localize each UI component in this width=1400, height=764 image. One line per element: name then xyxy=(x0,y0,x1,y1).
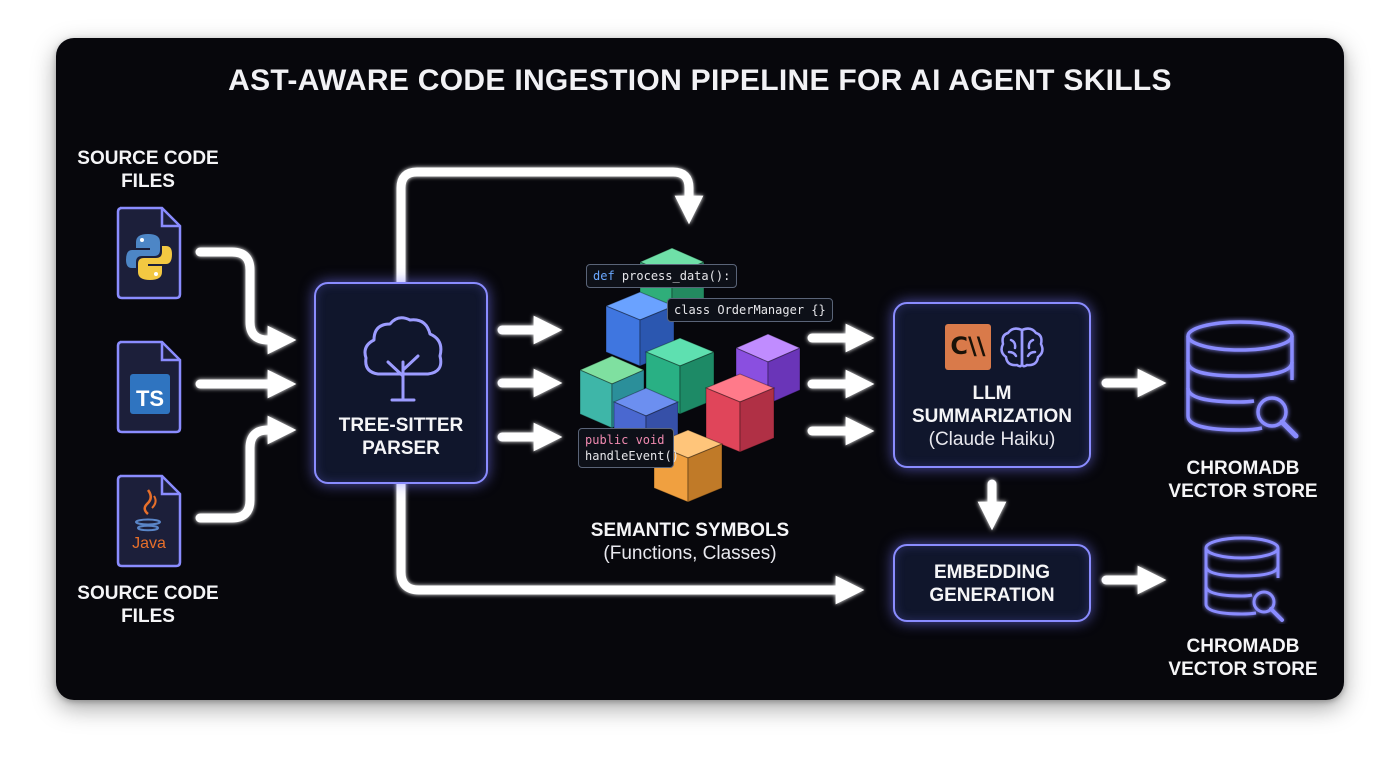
diagram-title: AST-AWARE CODE INGESTION PIPELINE FOR AI… xyxy=(228,64,1172,97)
typescript-icon xyxy=(130,374,170,414)
source-label-bottom-line1: SOURCE CODE xyxy=(77,583,219,604)
java-icon xyxy=(135,489,161,532)
arrow-python-to-parser xyxy=(195,247,297,355)
parser-title-line1: TREE-SITTER xyxy=(338,415,464,436)
java-file-icon xyxy=(116,474,182,568)
semantic-symbols-subtitle: (Functions, Classes) xyxy=(603,543,777,564)
typescript-icon-label: TS xyxy=(135,386,165,411)
brain-icon xyxy=(1000,327,1044,368)
code-tag-handle-event: public void handleEvent() xyxy=(578,428,679,468)
code-tag-handle-event-keyword: public void xyxy=(585,433,665,447)
embedding-generation-box: EMBEDDING GENERATION xyxy=(893,544,1091,622)
tree-sitter-parser-box: TREE-SITTER PARSER xyxy=(314,282,488,484)
cube-red xyxy=(704,373,776,453)
tree-icon xyxy=(363,316,443,402)
database-search-icon-bottom xyxy=(1204,536,1284,622)
anthropic-logo-text: C\\ xyxy=(950,332,986,360)
code-tag-order-manager: class OrderManager {} xyxy=(667,298,833,322)
vector-store-bottom-line2: VECTOR STORE xyxy=(1168,659,1318,680)
vector-store-bottom-line1: CHROMADB xyxy=(1186,636,1300,657)
python-file-icon xyxy=(116,206,182,300)
arrow-java-to-parser xyxy=(195,415,297,523)
semantic-symbols-label: SEMANTIC SYMBOLS (Functions, Classes) xyxy=(560,519,820,565)
source-label-top-line1: SOURCE CODE xyxy=(77,148,219,169)
code-tag-handle-event-name: handleEvent() xyxy=(585,449,679,463)
vector-store-top-line1: CHROMADB xyxy=(1186,458,1300,479)
database-search-icon-top xyxy=(1186,320,1299,439)
llm-summarization-box: C\\ LLM SUMMARIZATION (Claude Haiku) xyxy=(893,302,1091,468)
llm-title-line1: LLM xyxy=(972,383,1012,404)
typescript-file-icon xyxy=(116,340,182,434)
embedding-title-line2: GENERATION xyxy=(929,585,1055,606)
semantic-symbols-title: SEMANTIC SYMBOLS xyxy=(590,520,790,541)
code-tag-order-manager-text: class OrderManager {} xyxy=(674,303,826,317)
vector-store-label-bottom: CHROMADB VECTOR STORE xyxy=(1160,635,1326,681)
vector-store-label-top: CHROMADB VECTOR STORE xyxy=(1160,457,1326,503)
anthropic-logo-icon: C\\ xyxy=(945,324,991,370)
java-icon-label: Java xyxy=(132,535,166,552)
embedding-title-line1: EMBEDDING xyxy=(933,562,1051,583)
arrow-parser-to-embedding xyxy=(396,479,865,605)
code-tag-process-data-name: process_data(): xyxy=(621,269,731,283)
source-label-bottom-line2: FILES xyxy=(121,606,175,627)
source-label-bottom: SOURCE CODE FILES xyxy=(58,582,238,628)
vector-store-top-line2: VECTOR STORE xyxy=(1168,481,1318,502)
llm-model-name: (Claude Haiku) xyxy=(928,429,1056,450)
code-tag-process-data-keyword: def xyxy=(593,269,615,283)
code-tag-process-data: def process_data(): xyxy=(586,264,738,288)
llm-title-line2: SUMMARIZATION xyxy=(911,406,1073,427)
arrow-parser-to-symbols-top xyxy=(396,167,704,287)
source-label-top: SOURCE CODE FILES xyxy=(58,147,238,193)
python-icon xyxy=(126,234,172,280)
parser-title-line2: PARSER xyxy=(362,438,440,459)
source-label-top-line2: FILES xyxy=(121,171,175,192)
